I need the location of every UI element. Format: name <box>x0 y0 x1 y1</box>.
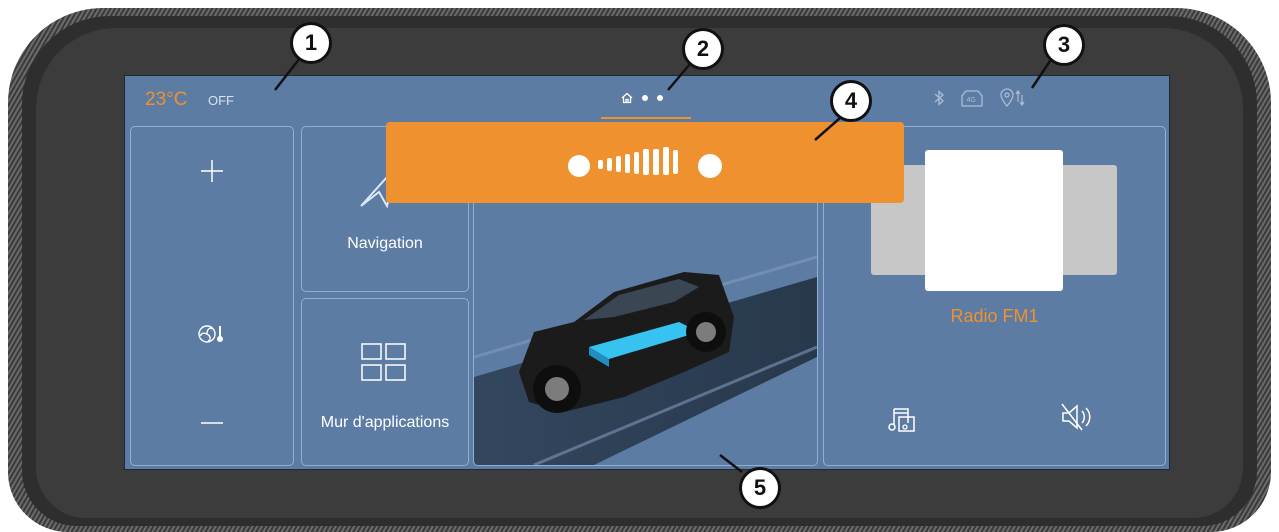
minus-icon[interactable] <box>199 410 225 436</box>
mute-icon[interactable] <box>1060 402 1094 432</box>
brand-banner <box>386 122 904 203</box>
climate-state[interactable]: OFF <box>208 93 234 108</box>
album-art-current[interactable] <box>925 150 1063 291</box>
location-sync-icon <box>1000 88 1025 108</box>
page-dot[interactable] <box>657 95 663 101</box>
apps-label: Mur d'applications <box>320 414 450 431</box>
navigation-arrow-icon <box>360 165 398 209</box>
apps-tile[interactable]: Mur d'applications <box>301 298 469 466</box>
bluetooth-icon <box>934 90 944 106</box>
callout-5: 5 <box>739 467 781 509</box>
music-source-icon[interactable] <box>888 403 916 433</box>
active-page-underline <box>601 117 691 119</box>
brand-logo-icon <box>568 147 722 178</box>
svg-text:4G: 4G <box>967 97 976 104</box>
navigation-label: Navigation <box>347 235 423 252</box>
radio-station-name[interactable]: Radio FM1 <box>950 306 1039 326</box>
app-grid-icon <box>361 343 406 381</box>
vehicle-battery-image <box>474 255 817 465</box>
callout-4: 4 <box>830 80 872 122</box>
status-icons: 4G <box>933 88 1029 108</box>
temperature-readout[interactable]: 23°C <box>145 89 188 110</box>
4g-icon: 4G <box>961 90 983 107</box>
status-bar: 23°C OFF 4G <box>125 76 1169 122</box>
page-dot[interactable] <box>642 95 648 101</box>
callout-2: 2 <box>682 28 724 70</box>
page-indicator[interactable] <box>621 92 663 104</box>
plus-icon[interactable] <box>199 158 225 184</box>
climate-tile <box>130 126 294 466</box>
callout-3: 3 <box>1043 24 1085 66</box>
home-icon[interactable] <box>621 92 633 104</box>
fan-temperature-icon[interactable] <box>197 323 227 345</box>
callout-1: 1 <box>290 22 332 64</box>
